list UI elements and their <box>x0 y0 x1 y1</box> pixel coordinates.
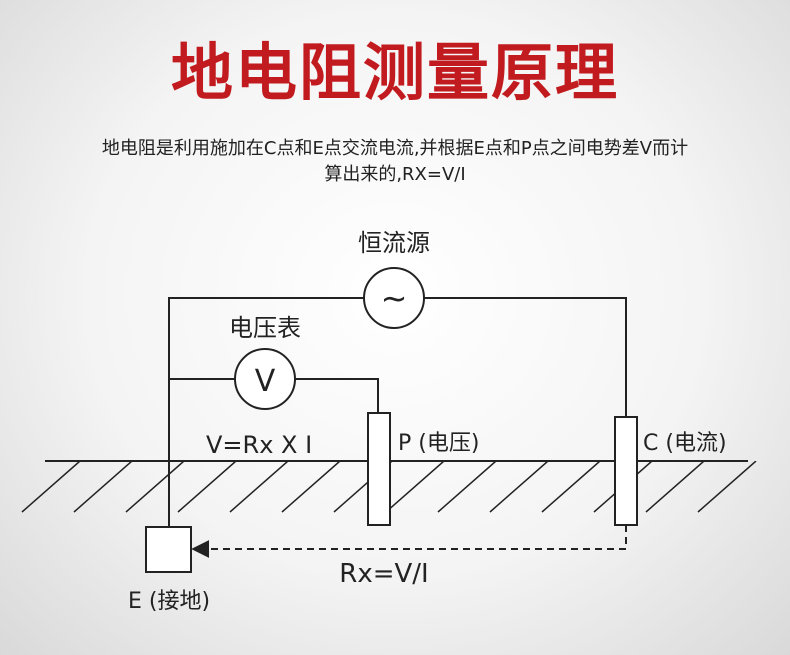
e-electrode <box>145 526 192 573</box>
current-source-label: 恒流源 <box>358 229 430 257</box>
voltmeter-circle <box>234 348 296 410</box>
formula-voltage: V=Rx X I <box>206 431 312 459</box>
current-source-symbol: ~ <box>381 279 408 317</box>
hatch-line <box>385 461 445 513</box>
current-source-circle <box>363 267 425 329</box>
voltmeter-label: 电压表 <box>229 314 301 342</box>
hatch-line <box>21 461 81 513</box>
hatch-line <box>437 461 497 513</box>
hatch-line <box>645 461 705 513</box>
c-electrode-label: C (电流) <box>643 431 727 456</box>
e-electrode-label: E (接地) <box>128 589 210 614</box>
p-electrode <box>367 412 391 526</box>
hatch-line <box>541 461 601 513</box>
hatch-line <box>697 461 757 513</box>
p-electrode-label: P (电压) <box>398 431 479 456</box>
hatch-line <box>73 461 133 513</box>
c-electrode <box>614 416 638 526</box>
hatch-line <box>281 461 341 513</box>
description-line-2: 算出来的,RX=V/I <box>324 164 466 185</box>
voltmeter-symbol: V <box>255 364 276 399</box>
hatch-line <box>177 461 237 513</box>
return-path-dashed <box>191 525 627 558</box>
hatch-line <box>125 461 185 513</box>
description: 地电阻是利用施加在C点和E点交流电流,并根据E点和P点之间电势差V而计 算出来的… <box>30 136 760 188</box>
description-line-1: 地电阻是利用施加在C点和E点交流电流,并根据E点和P点之间电势差V而计 <box>101 138 689 159</box>
hatch-line <box>489 461 549 513</box>
page-title: 地电阻测量原理 <box>170 36 619 109</box>
hatch-line <box>229 461 289 513</box>
formula-resistance: Rx=V/I <box>339 559 428 589</box>
